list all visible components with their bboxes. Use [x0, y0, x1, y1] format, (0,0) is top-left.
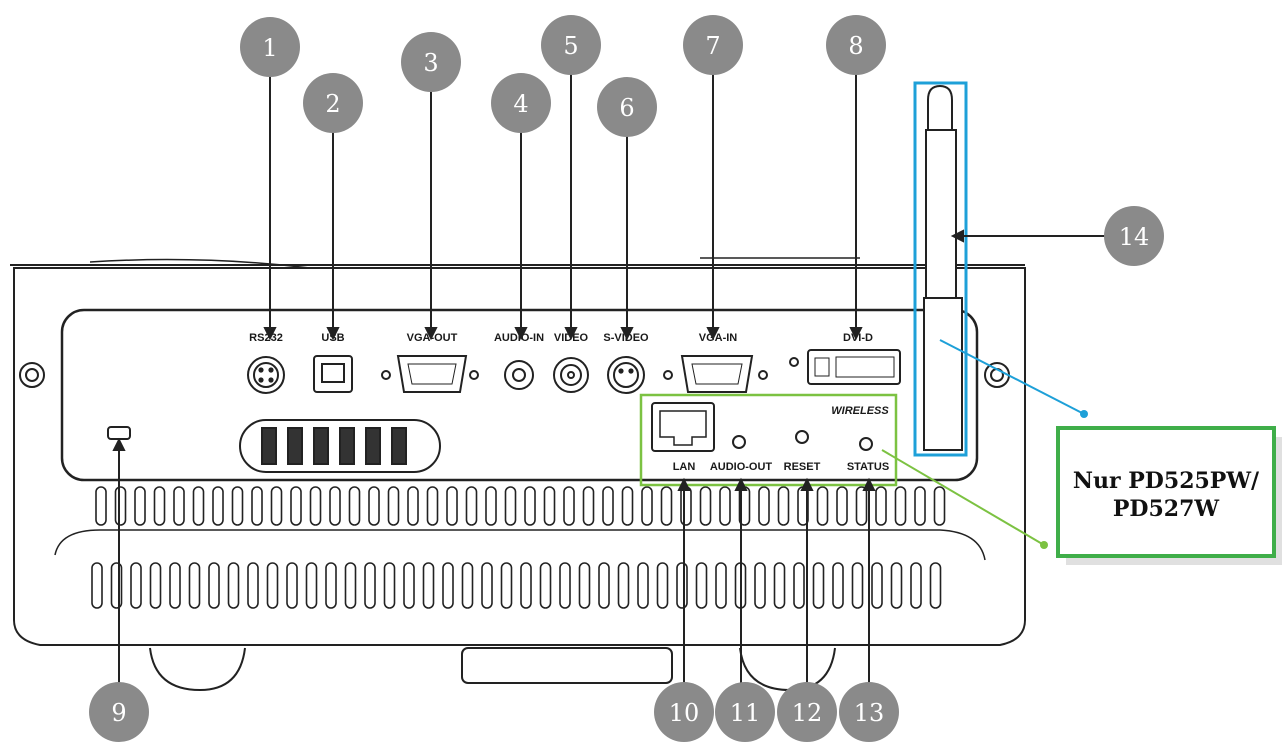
- model-note-box: Nur PD525PW/ PD527W: [1058, 428, 1282, 565]
- callout-number-8: 8: [848, 32, 863, 60]
- label-lan: LAN: [673, 461, 696, 473]
- callout-number-13: 13: [854, 699, 885, 727]
- callout-badge-11: 11: [715, 682, 775, 742]
- label-audio-out: AUDIO-OUT: [710, 461, 773, 473]
- callout-badge-4: 4: [491, 73, 551, 133]
- callout-badge-6: 6: [597, 77, 657, 137]
- callout-badge-13: 13: [839, 682, 899, 742]
- note-line-2: PD527W: [1113, 496, 1220, 522]
- label-vga-in: VGA-IN: [699, 332, 738, 344]
- wireless-antenna: [924, 86, 962, 450]
- callout-badge-3: 3: [401, 32, 461, 92]
- callout-number-6: 6: [619, 94, 634, 122]
- label-status: STATUS: [847, 461, 889, 473]
- projector-body: [10, 258, 1025, 690]
- note-line-1: Nur PD525PW/: [1073, 468, 1260, 494]
- callout-badge-14: 14: [1104, 206, 1164, 266]
- callout-number-14: 14: [1119, 223, 1150, 251]
- callout-number-1: 1: [262, 34, 277, 62]
- callout-badge-10: 10: [654, 682, 714, 742]
- callout-badge-5: 5: [541, 15, 601, 75]
- callout-badge-7: 7: [683, 15, 743, 75]
- callout-badge-8: 8: [826, 15, 886, 75]
- callout-number-12: 12: [792, 699, 823, 727]
- label-reset: RESET: [784, 461, 821, 473]
- callout-badge-1: 1: [240, 17, 300, 77]
- callout-number-7: 7: [705, 32, 720, 60]
- callout-badge-12: 12: [777, 682, 837, 742]
- callout-number-10: 10: [669, 699, 700, 727]
- callout-badge-9: 9: [89, 682, 149, 742]
- label-rs232: RS232: [249, 332, 283, 344]
- callout-number-2: 2: [325, 90, 340, 118]
- callout-number-9: 9: [111, 699, 126, 727]
- callout-number-11: 11: [730, 699, 761, 727]
- callout-badge-2: 2: [303, 73, 363, 133]
- label-wireless: WIRELESS: [831, 405, 889, 417]
- callout-number-4: 4: [513, 90, 528, 118]
- callout-number-5: 5: [563, 32, 578, 60]
- callout-number-3: 3: [423, 49, 438, 77]
